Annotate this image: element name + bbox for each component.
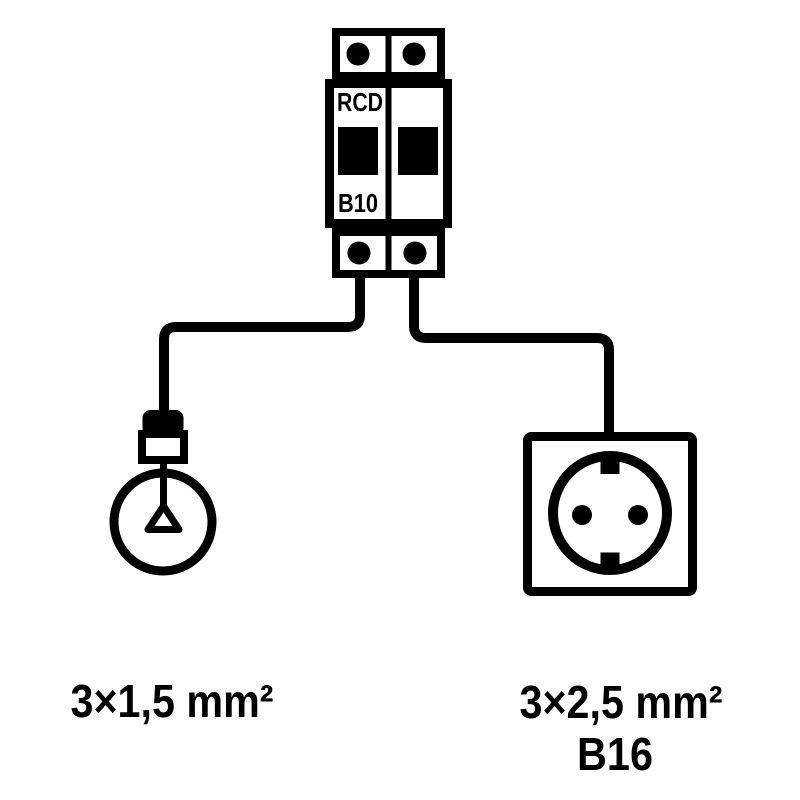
bulb-filament-triangle bbox=[144, 502, 183, 533]
labels: 3×1,5 mm² 3×2,5 mm² B16 bbox=[71, 675, 723, 780]
socket-earth-clip-top bbox=[600, 456, 620, 474]
din-rail-breaker: RCD B10 bbox=[325, 28, 452, 278]
terminal-screw-icon bbox=[347, 241, 371, 265]
socket-wire bbox=[409, 270, 614, 438]
schuko-socket-icon bbox=[523, 432, 697, 596]
mcb-module bbox=[398, 127, 438, 175]
bulb-socket-base bbox=[138, 430, 188, 464]
rcd-toggle-icon bbox=[338, 127, 378, 175]
rcd-rating-label: B10 bbox=[338, 188, 378, 218]
socket-earth-clip-bottom bbox=[600, 552, 620, 574]
socket-pin-hole-left bbox=[572, 505, 592, 525]
rcd-module: RCD B10 bbox=[337, 87, 383, 218]
terminal-screw-icon bbox=[402, 42, 426, 66]
socket-breaker-label: B16 bbox=[577, 728, 653, 780]
terminal-screw-icon bbox=[346, 42, 370, 66]
light-bulb-icon bbox=[109, 410, 217, 576]
breaker-top-terminal bbox=[332, 28, 445, 80]
breaker-body: RCD B10 bbox=[325, 79, 452, 228]
mcb-toggle-icon bbox=[398, 127, 438, 175]
rcd-module-label: RCD bbox=[337, 87, 383, 117]
bulb-cord-grip bbox=[142, 410, 184, 436]
wires bbox=[159, 270, 614, 438]
breaker-bottom-terminal bbox=[332, 228, 445, 278]
lamp-cable-label: 3×1,5 mm² bbox=[71, 675, 274, 727]
socket-cable-label: 3×2,5 mm² bbox=[520, 676, 723, 728]
terminal-screw-icon bbox=[403, 241, 427, 265]
lamp-wire bbox=[159, 270, 365, 416]
socket-pin-hole-right bbox=[628, 505, 648, 525]
